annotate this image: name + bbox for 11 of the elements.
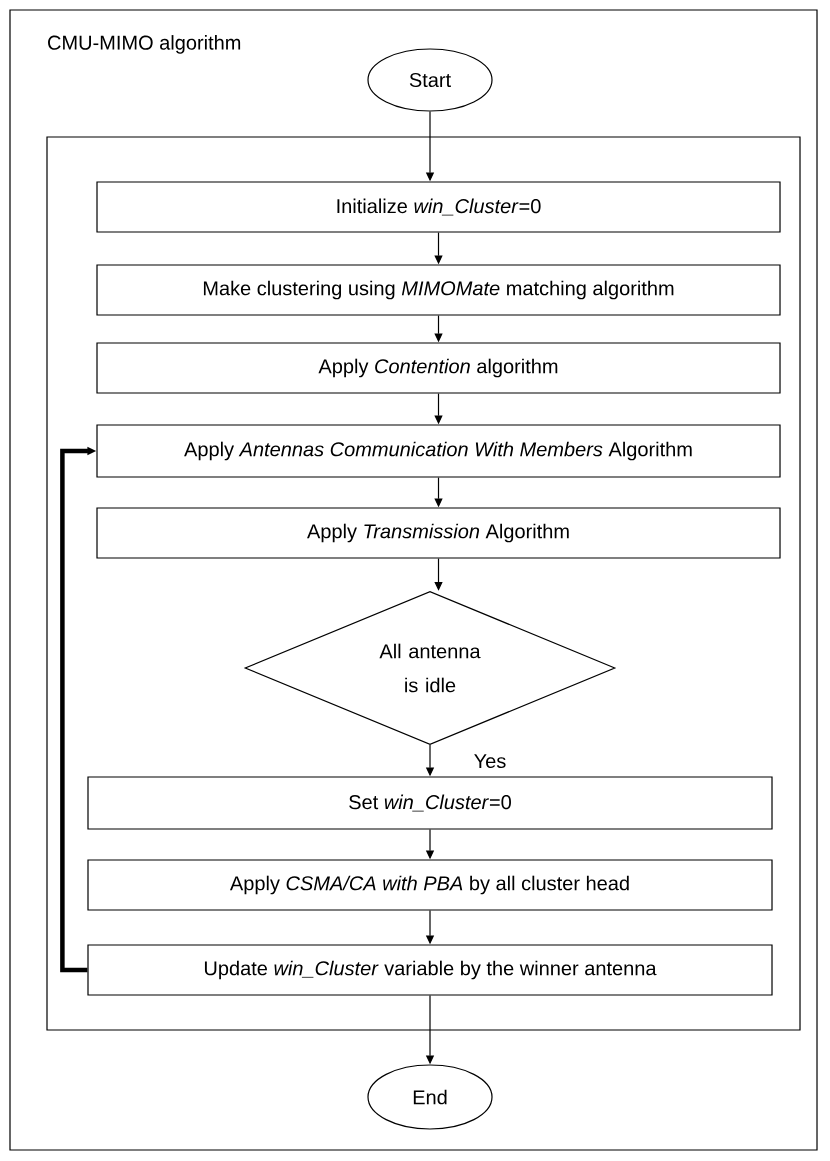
process-box: Initialize win_Cluster=0 (96, 181, 781, 233)
process-box: Make clustering using MIMOMate matching algorithm (96, 264, 781, 316)
process-box: Apply CSMA/CA with PBA by all cluster head (87, 859, 773, 911)
process-box: Apply Contention algorithm (96, 342, 781, 394)
edge-label: Yes (472, 753, 508, 770)
arrow (434, 558, 443, 591)
frame-box (46, 136, 801, 1031)
process-box: Set win_Cluster=0 (87, 776, 773, 830)
process-box: Apply Antennas Communication With Members Algorithm (96, 424, 781, 478)
process-box: Apply Transmission Algorithm (96, 507, 781, 559)
process-box: Update win_Cluster variable by the winner antenna (87, 944, 773, 996)
